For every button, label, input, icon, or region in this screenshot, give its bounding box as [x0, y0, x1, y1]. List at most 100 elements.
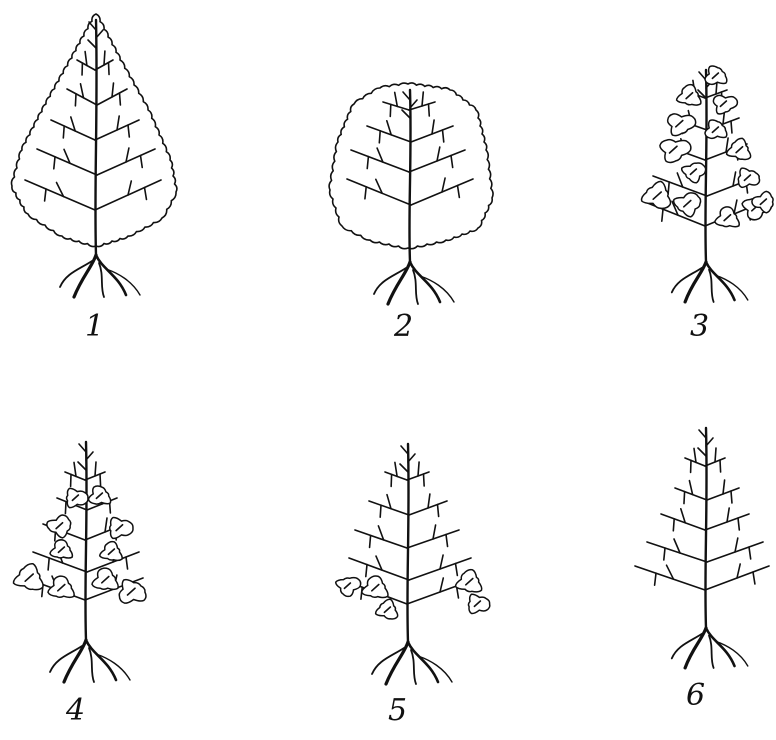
- label-4: 4: [65, 693, 85, 728]
- branch: [347, 179, 411, 205]
- twig: [63, 126, 64, 138]
- twig: [664, 548, 665, 560]
- twig: [456, 564, 458, 576]
- twig: [715, 448, 716, 462]
- twig: [48, 558, 49, 570]
- twig: [418, 462, 419, 476]
- root: [86, 640, 116, 680]
- twig: [145, 188, 147, 200]
- label-1: 1: [85, 309, 104, 344]
- twig: [109, 63, 110, 75]
- twig: [684, 492, 685, 504]
- leaf-cluster: [727, 138, 751, 159]
- twig: [731, 491, 732, 503]
- twig: [723, 480, 725, 494]
- leaf-cluster: [713, 95, 737, 114]
- twig: [126, 148, 129, 162]
- branch: [37, 149, 97, 175]
- leaf-cluster: [13, 564, 43, 590]
- twig: [698, 448, 706, 456]
- twig: [105, 518, 107, 532]
- twig: [424, 474, 425, 486]
- twig: [74, 462, 76, 476]
- twig: [442, 178, 445, 192]
- twig: [433, 525, 436, 539]
- trunk: [95, 20, 96, 255]
- twig: [662, 209, 663, 221]
- root: [413, 270, 418, 304]
- twig: [437, 147, 440, 161]
- twig: [673, 519, 674, 531]
- twig: [370, 535, 371, 547]
- root: [411, 650, 416, 684]
- root: [706, 262, 735, 300]
- twig: [440, 555, 443, 569]
- root: [89, 648, 94, 682]
- twig: [366, 565, 367, 577]
- twig: [395, 92, 398, 106]
- twig: [720, 460, 721, 472]
- leaf-cluster: [660, 140, 691, 163]
- twig: [400, 464, 408, 472]
- branch: [25, 180, 95, 210]
- leaf-cluster: [376, 599, 398, 619]
- twig: [379, 131, 380, 143]
- leaf-cluster: [67, 488, 88, 507]
- leaf-cluster: [468, 594, 489, 613]
- tree-stage-5: [336, 444, 490, 684]
- twig: [443, 130, 444, 142]
- twig: [733, 172, 736, 186]
- root: [709, 270, 714, 302]
- twig: [104, 51, 105, 65]
- twig: [655, 573, 656, 585]
- twig: [731, 121, 732, 133]
- root: [99, 263, 104, 297]
- label-3: 3: [690, 309, 709, 344]
- canopy-outline: [11, 14, 176, 247]
- label-2: 2: [393, 309, 413, 344]
- label-6: 6: [686, 678, 705, 713]
- twig: [440, 578, 443, 592]
- twig: [737, 564, 740, 578]
- label-5: 5: [388, 693, 407, 728]
- twig: [387, 495, 391, 509]
- twig: [78, 462, 86, 470]
- root: [408, 642, 438, 682]
- leaf-cluster: [362, 576, 388, 598]
- leaf-cluster: [100, 542, 122, 561]
- twig: [380, 505, 381, 517]
- root: [96, 255, 126, 295]
- twig: [112, 83, 114, 97]
- tree-stage-1: [11, 14, 176, 297]
- tree-stage-4: [13, 442, 145, 682]
- twig: [451, 156, 453, 168]
- twig: [126, 557, 128, 569]
- root: [410, 262, 440, 302]
- twig: [128, 125, 129, 137]
- leaf-cluster: [668, 114, 696, 136]
- twig: [75, 94, 76, 106]
- twig: [100, 474, 101, 486]
- trunk: [409, 90, 410, 262]
- twig: [367, 157, 368, 169]
- branch: [635, 566, 705, 590]
- tree-stage-6: [635, 428, 769, 668]
- twig: [753, 572, 755, 584]
- twig: [689, 481, 692, 495]
- twig: [458, 186, 460, 198]
- leaf-cluster: [682, 163, 706, 183]
- leaf-cluster: [677, 85, 701, 105]
- trunk: [85, 442, 86, 640]
- root: [685, 628, 706, 668]
- twig: [694, 448, 696, 462]
- root: [706, 628, 735, 666]
- leaf-cluster: [336, 578, 361, 597]
- twig: [117, 116, 119, 130]
- twig: [432, 120, 434, 134]
- twig: [402, 110, 410, 118]
- trunk: [407, 444, 408, 642]
- twig: [120, 93, 121, 105]
- twig: [749, 547, 751, 559]
- twig: [365, 187, 366, 199]
